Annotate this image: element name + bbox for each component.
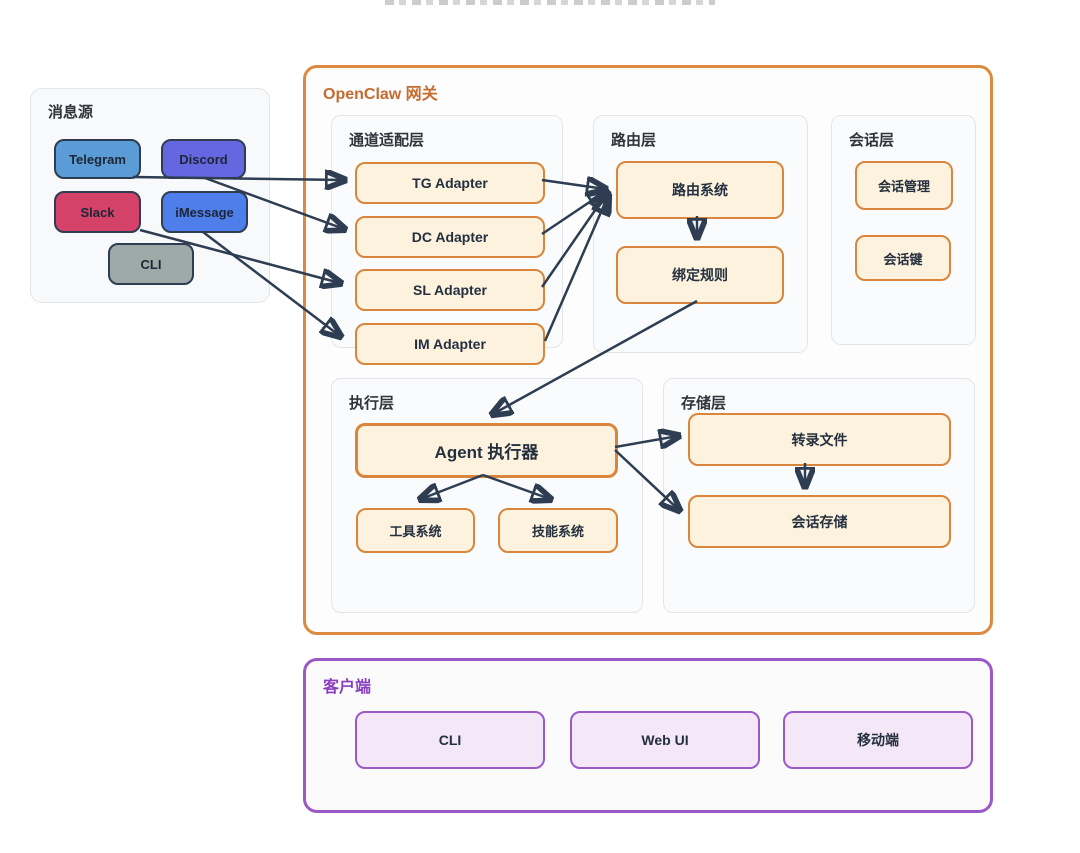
node-web-ui: Web UI: [570, 711, 760, 769]
sources-panel-title: 消息源: [48, 104, 94, 121]
layer-routing: 路由层: [593, 115, 808, 353]
node-mobile-label: 移动端: [857, 732, 899, 748]
node-agent-executor-label: Agent 执行器: [434, 443, 539, 462]
node-session-management: 会话管理: [855, 161, 953, 210]
node-discord-label: Discord: [179, 151, 228, 167]
node-cli-source: CLI: [108, 243, 194, 285]
node-skill-system-label: 技能系统: [531, 524, 584, 539]
node-session-key-label: 会话键: [883, 251, 923, 267]
node-session-storage: 会话存储: [688, 495, 951, 548]
node-cli-client-label: CLI: [438, 732, 462, 748]
layer-session: 会话层: [831, 115, 976, 345]
node-im-adapter-label: IM Adapter: [414, 336, 486, 352]
node-sl-adapter-label: SL Adapter: [413, 282, 487, 298]
node-imessage: iMessage: [161, 191, 248, 233]
clients-panel-title: 客户端: [323, 679, 372, 696]
layer-storage-title: 存储层: [681, 395, 727, 412]
node-session-management-label: 会话管理: [877, 179, 930, 194]
node-tg-adapter-label: TG Adapter: [412, 175, 488, 191]
layer-execution: 执行层: [331, 378, 643, 613]
node-telegram-label: Telegram: [69, 151, 126, 167]
node-imessage-label: iMessage: [175, 204, 234, 220]
node-tool-system-label: 工具系统: [389, 524, 442, 539]
node-web-ui-label: Web UI: [641, 732, 689, 748]
node-binding-rules: 绑定规则: [616, 246, 784, 304]
node-dc-adapter-label: DC Adapter: [411, 229, 489, 245]
layer-channel-title: 通道适配层: [349, 132, 425, 149]
node-routing-system-label: 路由系统: [672, 182, 728, 198]
node-transcript-files-label: 转录文件: [791, 431, 848, 448]
node-dc-adapter: DC Adapter: [355, 216, 545, 258]
node-discord: Discord: [161, 139, 246, 179]
node-agent-executor: Agent 执行器: [355, 423, 618, 478]
node-session-storage-label: 会话存储: [791, 513, 848, 530]
node-sl-adapter: SL Adapter: [355, 269, 545, 311]
node-transcript-files: 转录文件: [688, 413, 951, 466]
node-skill-system: 技能系统: [498, 508, 618, 553]
layer-session-title: 会话层: [849, 132, 895, 149]
node-im-adapter: IM Adapter: [355, 323, 545, 365]
node-telegram: Telegram: [54, 139, 141, 179]
node-slack-label: Slack: [80, 204, 115, 220]
node-binding-rules-label: 绑定规则: [672, 267, 728, 283]
cropped-title-remnant: [385, 0, 715, 5]
node-cli-client: CLI: [355, 711, 545, 769]
node-tool-system: 工具系统: [356, 508, 475, 553]
node-session-key: 会话键: [855, 235, 951, 281]
gateway-title: OpenClaw 网关: [323, 86, 438, 103]
node-cli-source-label: CLI: [140, 256, 162, 272]
layer-execution-title: 执行层: [349, 395, 395, 412]
gateway-panel: OpenClaw 网关 通道适配层 TG Adapter DC Adapter …: [303, 65, 993, 635]
layer-routing-title: 路由层: [611, 132, 657, 149]
node-slack: Slack: [54, 191, 141, 233]
clients-panel: 客户端 CLI Web UI 移动端: [303, 658, 993, 813]
sources-panel: 消息源 Telegram Discord Slack iMessage CLI: [30, 88, 270, 303]
node-routing-system: 路由系统: [616, 161, 784, 219]
node-mobile: 移动端: [783, 711, 973, 769]
node-tg-adapter: TG Adapter: [355, 162, 545, 204]
